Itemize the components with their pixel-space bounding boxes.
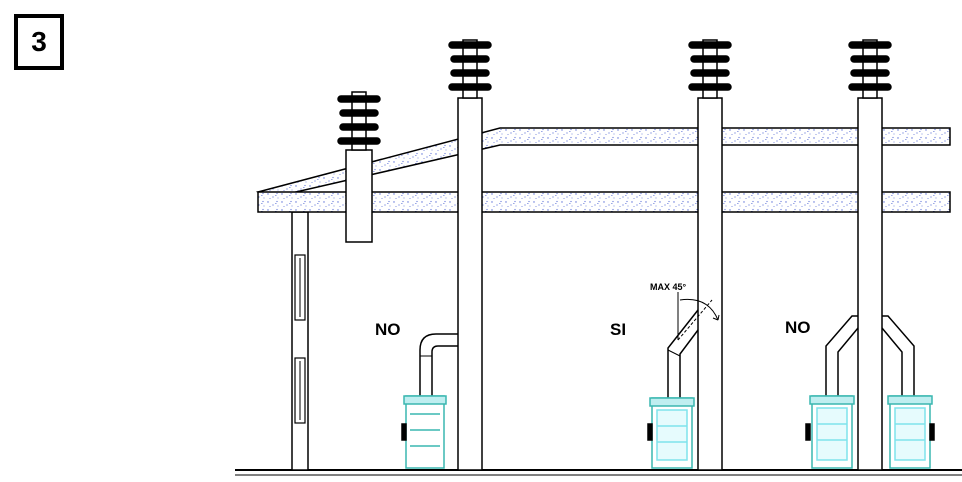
- stove-4-connection: [881, 315, 915, 398]
- max-angle-label: MAX 45°: [650, 282, 687, 292]
- case-label-no-left: NO: [375, 320, 401, 339]
- angle-arc-icon: [677, 292, 720, 341]
- insulator-cap-icon: [448, 39, 492, 99]
- chimney-4: [848, 39, 892, 471]
- chimney-short: [337, 91, 381, 243]
- ground: [235, 469, 962, 476]
- case-label-no-right: NO: [785, 318, 811, 337]
- stove-icon: [647, 397, 695, 469]
- insulator-cap-icon: [688, 39, 732, 99]
- chimney-3: [688, 39, 732, 471]
- left-wall: [291, 211, 309, 471]
- stove-1-connection: [419, 333, 458, 398]
- stove-3-connection: [825, 315, 859, 398]
- insulator-cap-icon: [848, 39, 892, 99]
- figure-number-badge: 3: [14, 14, 64, 70]
- insulator-cap-icon: [337, 91, 381, 151]
- case-label-si: SI: [610, 320, 627, 339]
- stove-icon: [805, 395, 855, 469]
- stove-2-connection: [667, 309, 699, 400]
- chimney-2: [448, 39, 492, 471]
- stove-icon: [401, 395, 447, 469]
- stove-icon: [887, 395, 935, 469]
